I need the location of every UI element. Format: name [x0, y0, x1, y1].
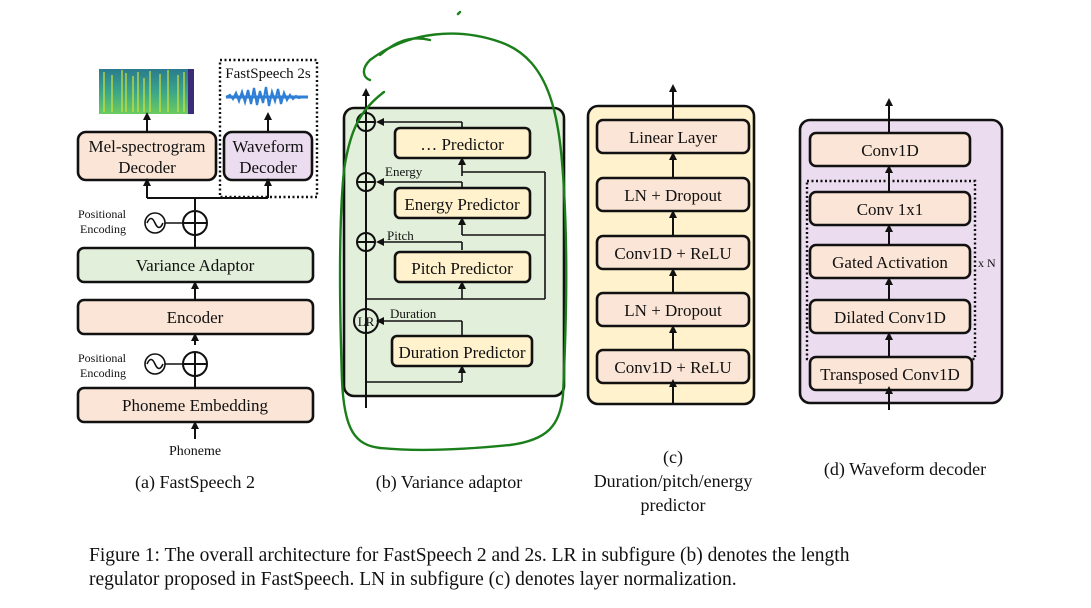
pitch-arrow-label: Pitch: [387, 228, 414, 243]
subfigure-d-caption: (d) Waveform decoder: [824, 459, 986, 480]
energy-predictor-label: Energy Predictor: [404, 195, 520, 214]
duration-arrow-label: Duration: [390, 306, 437, 321]
decoder-layer-label: Gated Activation: [832, 253, 948, 272]
hand-drawn-annotation: [338, 10, 568, 452]
mel-spectrogram-image: [99, 69, 194, 114]
duration-predictor-label: Duration Predictor: [399, 343, 526, 362]
caption-line-2: regulator proposed in FastSpeech. LN in …: [89, 569, 737, 590]
decoder-layer-label: Conv 1x1: [857, 200, 924, 219]
predictor-layer-label: Linear Layer: [629, 128, 718, 147]
subfigure-b: … Predictor Energy Energy Predictor Pitc…: [338, 10, 568, 493]
mel-decoder-label-1: Mel-spectrogram: [88, 137, 205, 156]
subfigure-c-caption-2: Duration/pitch/energy: [594, 471, 753, 491]
repeat-group: [805, 179, 977, 361]
adder-icon-top: [182, 210, 208, 236]
positional-encoding-label-bottom-2: Encoding: [80, 366, 126, 380]
waveform-image: [225, 86, 308, 107]
predictor-layer-label: LN + Dropout: [624, 301, 722, 320]
sine-wave-icon: [144, 353, 166, 375]
subfigure-a-caption: (a) FastSpeech 2: [135, 472, 255, 493]
variance-adaptor-label: Variance Adaptor: [136, 256, 255, 275]
phoneme-input-label: Phoneme: [169, 444, 221, 459]
subfigure-c-caption-1: (c): [663, 447, 683, 468]
other-predictor-label: … Predictor: [420, 135, 504, 154]
adder-icon: [356, 172, 376, 192]
length-regulator-node: [353, 308, 379, 334]
decoder-layer-label: Conv1D: [861, 141, 919, 160]
subfigure-a: FastSpeech 2s Mel-spectrogram Decoder Wa…: [76, 58, 319, 493]
adder-icon-bottom: [182, 351, 208, 377]
predictor-layer-label: LN + Dropout: [624, 186, 722, 205]
caption-line-1: Figure 1: The overall architecture for F…: [89, 545, 850, 566]
sine-wave-icon: [144, 212, 166, 234]
positional-encoding-label-top-2: Encoding: [80, 222, 126, 236]
mel-decoder-label-2: Decoder: [118, 158, 176, 177]
predictor-layer-label: Conv1D + ReLU: [614, 244, 731, 263]
adder-icon: [356, 232, 376, 252]
phoneme-embedding-label: Phoneme Embedding: [122, 396, 268, 415]
positional-encoding-label-top-1: Positional: [78, 207, 127, 221]
waveform-decoder-label-1: Waveform: [232, 137, 303, 156]
pitch-predictor-label: Pitch Predictor: [411, 259, 513, 278]
subfigure-c-caption-3: predictor: [641, 495, 706, 515]
decoder-layer-label: Dilated Conv1D: [834, 308, 946, 327]
positional-encoding-label-bottom-1: Positional: [78, 351, 127, 365]
length-regulator-label: LR: [358, 314, 375, 329]
fastspeech2s-label: FastSpeech 2s: [225, 66, 311, 82]
energy-arrow-label: Energy: [385, 164, 423, 179]
repeat-label: x N: [978, 256, 996, 270]
waveform-decoder-label-2: Decoder: [239, 158, 297, 177]
subfigure-b-caption: (b) Variance adaptor: [376, 472, 523, 493]
figure-caption: Figure 1: The overall architecture for F…: [89, 544, 849, 592]
encoder-label: Encoder: [167, 308, 224, 327]
decoder-layer-label: Transposed Conv1D: [820, 365, 960, 384]
predictor-layer-label: Conv1D + ReLU: [614, 358, 731, 377]
